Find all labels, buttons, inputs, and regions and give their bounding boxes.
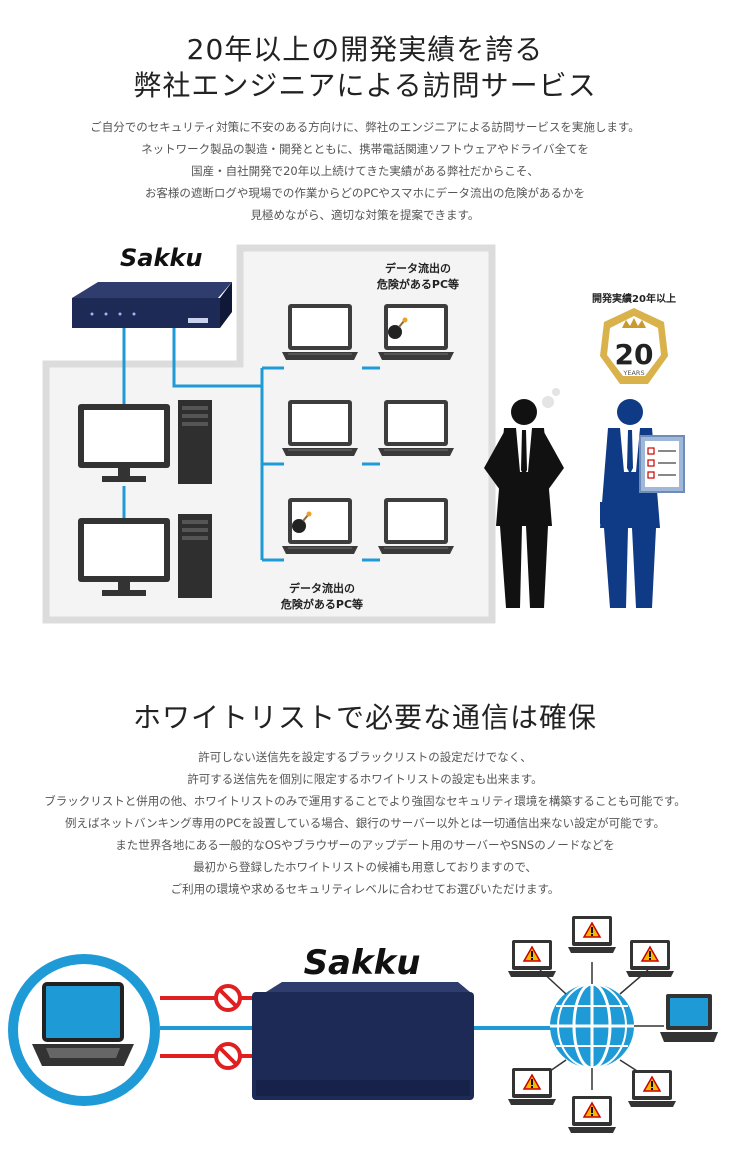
section1-title-line1: 20年以上の開発実績を誇る [186, 33, 544, 66]
warning-laptop-icon [567, 915, 617, 954]
section2-desc-line: 最初から登録したホワイトリストの候補も用意しておりますので、 [193, 860, 537, 874]
no-entry-icon [214, 984, 242, 1012]
network-lines [122, 328, 380, 562]
sakku-logo: Sakku [304, 943, 421, 983]
badge-unit: YEARS [622, 369, 644, 377]
risk-label-top: データ流出の [385, 261, 451, 275]
whitelist-diagram: Sakku [8, 915, 718, 1134]
router-device [72, 282, 232, 328]
section1-title: 20年以上の開発実績を誇る 弊社エンジニアによる訪問サービス [0, 32, 730, 104]
badge-number: 20 [615, 338, 654, 371]
section1-desc-line: ご自分でのセキュリティ対策に不安のある方向けに、弊社のエンジニアによる訪問サービ… [90, 120, 640, 134]
section2-desc-line: 許可する送信先を個別に限定するホワイトリストの設定も出来ます。 [187, 772, 543, 786]
warning-laptop-icon [507, 939, 557, 978]
allowed-laptop-icon [660, 994, 718, 1042]
risk-label-bottom: 危険があるPC等 [280, 597, 363, 611]
sakku-logo: Sakku [120, 244, 203, 272]
badge-caption: 開発実績20年以上 [592, 292, 676, 305]
section2-desc-line: 例えばネットバンキング専用のPCを設置している場合、銀行のサーバー以外とは一切通… [64, 816, 666, 830]
customer-silhouette-icon [484, 388, 564, 608]
section1-desc-line: お客様の遮断ログや現場での作業からどのPCやスマホにデータ流出の危険があるかを [144, 186, 586, 200]
warning-laptop-icon [625, 939, 675, 978]
risk-label-bottom: データ流出の [289, 581, 355, 595]
section2-desc-line: 許可しない送信先を設定するブラックリストの設定だけでなく、 [198, 750, 532, 764]
warning-laptop-icon [627, 1069, 677, 1108]
section1-desc-line: 国産・自社開発で20年以上続けてきた実績がある弊社だからこそ、 [191, 164, 539, 178]
no-entry-icon [214, 1042, 242, 1070]
risk-label-top: 危険があるPC等 [376, 277, 459, 291]
years-badge-icon [600, 308, 668, 384]
section2-title: ホワイトリストで必要な通信は確保 [132, 701, 597, 734]
engineer-silhouette-icon [600, 399, 660, 608]
section1-desc-line: 見極めながら、適切な対策を提案できます。 [250, 208, 480, 222]
warning-laptop-icon [567, 1095, 617, 1134]
client-laptop-icon [8, 954, 160, 1106]
globe-icon [550, 982, 634, 1070]
section2-description: 許可しない送信先を設定するブラックリストの設定だけでなく、 許可する送信先を個別… [0, 746, 730, 900]
warning-laptop-icon [507, 1067, 557, 1106]
section2-desc-line: ブラックリストと併用の他、ホワイトリストのみで運用することでより強固なセキュリテ… [44, 794, 686, 808]
router-device [252, 982, 474, 1100]
section2-desc-line: ご利用の環境や求めるセキュリティレベルに合わせてお選びいただけます。 [170, 882, 560, 896]
section2-desc-line: また世界各地にある一般的なOSやブラウザーのアップデート用のサーバーやSNSのノ… [115, 838, 615, 852]
section1-desc-line: ネットワーク製品の製造・開発とともに、携帯電話関連ソフトウェアやドライバ全てを [141, 142, 589, 156]
section1-title-line2: 弊社エンジニアによる訪問サービス [133, 69, 597, 102]
onsite-service-diagram: Sakku データ流出の 危険があるPC等 データ流出の 危険があるPC [42, 244, 685, 624]
section1-description: ご自分でのセキュリティ対策に不安のある方向けに、弊社のエンジニアによる訪問サービ… [0, 116, 730, 226]
clipboard-icon [639, 435, 685, 493]
